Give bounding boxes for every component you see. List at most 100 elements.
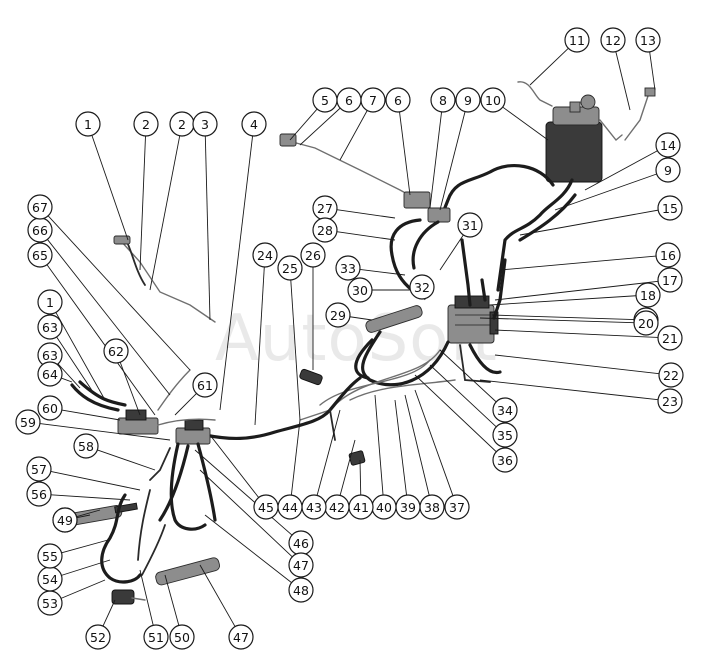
leader-line-6 xyxy=(299,107,341,146)
callout-2: 2 xyxy=(133,111,159,137)
callout-circle xyxy=(335,255,361,281)
callout-27: 27 xyxy=(312,195,338,221)
callout-number: 44 xyxy=(282,500,298,515)
leader-line-5 xyxy=(289,108,318,141)
callout-circle xyxy=(252,242,278,268)
callout-number: 6 xyxy=(394,93,402,108)
callout-44: 44 xyxy=(277,494,303,520)
callout-35: 35 xyxy=(492,422,518,448)
callout-number: 3 xyxy=(201,117,209,132)
leader-line-22 xyxy=(494,354,660,375)
leader-line-14 xyxy=(584,150,658,191)
callout-number: 14 xyxy=(660,138,676,153)
callout-29: 29 xyxy=(325,302,351,328)
callout-42: 42 xyxy=(324,494,350,520)
callout-circle xyxy=(457,212,483,238)
callout-circle xyxy=(409,274,435,300)
callout-57: 57 xyxy=(26,456,52,482)
callout-circle xyxy=(564,27,590,53)
callout-number: 63 xyxy=(42,348,58,363)
callout-circle xyxy=(85,624,111,650)
callout-number: 22 xyxy=(663,368,679,383)
callout-number: 64 xyxy=(42,367,58,382)
leader-line-1 xyxy=(91,135,129,241)
leader-line-24 xyxy=(254,266,265,426)
callout-41: 41 xyxy=(348,494,374,520)
callout-circle xyxy=(633,310,659,336)
callout-1: 1 xyxy=(75,111,101,137)
callout-number: 9 xyxy=(664,163,672,178)
leader-line-67 xyxy=(47,215,191,371)
callout-number: 50 xyxy=(174,630,190,645)
leader-line-1 xyxy=(55,312,106,401)
leader-line-29 xyxy=(349,316,373,321)
leader-line-49 xyxy=(76,509,101,518)
callout-66: 66 xyxy=(27,217,53,243)
callout-number: 51 xyxy=(148,630,164,645)
callout-33: 33 xyxy=(335,255,361,281)
callout-number: 37 xyxy=(449,500,465,515)
callout-circle xyxy=(288,577,314,603)
callout-number: 61 xyxy=(197,378,213,393)
callout-circle xyxy=(169,624,195,650)
callout-circle xyxy=(253,494,279,520)
callout-2: 2 xyxy=(169,111,195,137)
callout-number: 1 xyxy=(46,295,54,310)
callout-circle xyxy=(360,87,386,113)
leader-line-63 xyxy=(56,336,96,396)
callout-number: 47 xyxy=(293,558,309,573)
callout-circle xyxy=(143,624,169,650)
callout-circle xyxy=(37,395,63,421)
leader-line-50 xyxy=(164,574,180,626)
callout-circle xyxy=(312,217,338,243)
callout-number: 8 xyxy=(439,93,447,108)
leader-lines xyxy=(39,47,660,627)
callout-circle xyxy=(288,552,314,578)
callout-12: 12 xyxy=(600,27,626,53)
callout-number: 15 xyxy=(662,201,678,216)
leader-line-7 xyxy=(339,110,368,161)
callout-number: 38 xyxy=(424,500,440,515)
callout-circle xyxy=(492,397,518,423)
callout-55: 55 xyxy=(37,543,63,569)
leader-line-3 xyxy=(204,135,211,321)
callout-number: 7 xyxy=(369,93,377,108)
leader-line-4 xyxy=(219,135,254,411)
leader-line-12 xyxy=(615,51,631,111)
callout-14: 14 xyxy=(655,132,681,158)
leader-line-2 xyxy=(149,135,181,291)
callout-62: 62 xyxy=(103,338,129,364)
leader-line-17 xyxy=(494,280,659,301)
callout-number: 49 xyxy=(57,513,73,528)
callout-number: 18 xyxy=(640,288,656,303)
callout-51: 51 xyxy=(143,624,169,650)
callout-45: 45 xyxy=(253,494,279,520)
callout-9: 9 xyxy=(655,157,681,183)
callout-number: 2 xyxy=(178,117,186,132)
callout-circle xyxy=(192,111,218,137)
callout-circle xyxy=(300,242,326,268)
leader-line-9 xyxy=(439,111,466,211)
leader-line-10 xyxy=(502,106,549,141)
leader-line-52 xyxy=(102,599,116,627)
leader-line-60 xyxy=(61,409,121,421)
callout-number: 32 xyxy=(414,280,430,295)
callout-46: 46 xyxy=(288,530,314,556)
callout-50: 50 xyxy=(169,624,195,650)
leader-line-42 xyxy=(339,439,356,496)
callout-32: 32 xyxy=(409,274,435,300)
callout-number: 26 xyxy=(305,248,321,263)
callout-circle xyxy=(657,325,683,351)
leader-line-37 xyxy=(414,389,454,496)
callout-number: 59 xyxy=(20,415,36,430)
leader-line-28 xyxy=(336,231,396,241)
callout-circle xyxy=(15,409,41,435)
callout-26: 26 xyxy=(300,242,326,268)
callout-61: 61 xyxy=(192,372,218,398)
leader-line-13 xyxy=(649,51,656,91)
reservoir-tank xyxy=(517,81,656,183)
leader-line-34 xyxy=(439,349,497,403)
leader-line-57 xyxy=(50,471,141,491)
callout-number: 17 xyxy=(662,273,678,288)
